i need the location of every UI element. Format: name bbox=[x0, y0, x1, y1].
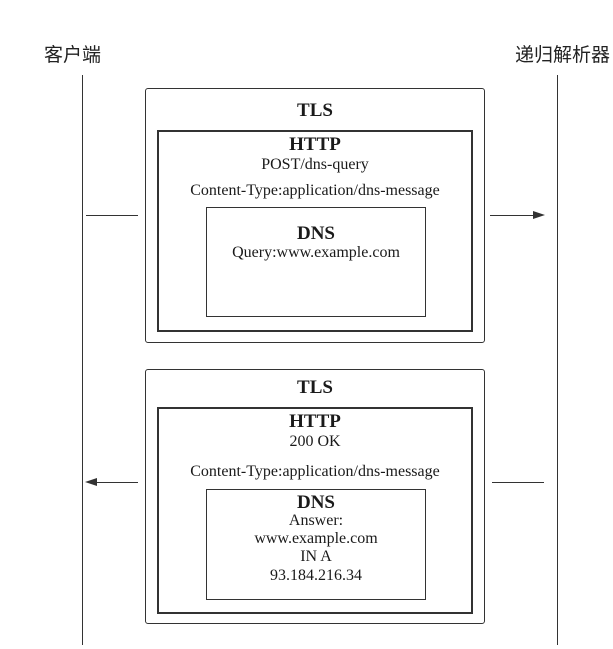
request-dns-box: DNS Query:www.example.com bbox=[206, 207, 426, 317]
response-dns-line-2: www.example.com bbox=[254, 530, 378, 547]
response-tls-label: TLS bbox=[297, 377, 333, 398]
response-dns-line-3: IN A bbox=[300, 548, 332, 565]
resolver-label: 递归解析器 bbox=[514, 44, 610, 66]
request-http-line-1: POST/dns-query bbox=[261, 156, 369, 173]
request-arrowhead-icon bbox=[533, 211, 545, 219]
response-tls-box: TLS HTTP 200 OK Content-Type:application… bbox=[145, 369, 485, 624]
request-http-box: HTTP POST/dns-query Content-Type:applica… bbox=[157, 130, 473, 332]
response-http-box: HTTP 200 OK Content-Type:application/dns… bbox=[157, 407, 473, 614]
response-dns-line-1: Answer: bbox=[288, 512, 344, 529]
request-tls-label: TLS bbox=[297, 100, 333, 121]
response-arrowhead-icon bbox=[85, 478, 97, 486]
resolver-lifeline bbox=[557, 75, 558, 645]
request-arrow-right-segment bbox=[490, 215, 534, 216]
request-arrow-left-segment bbox=[86, 215, 138, 216]
response-http-line-1: 200 OK bbox=[289, 433, 341, 450]
request-http-line-2: Content-Type:application/dns-message bbox=[190, 182, 440, 199]
response-dns-line-4: 93.184.216.34 bbox=[270, 567, 362, 584]
response-dns-box: DNS Answer: www.example.com IN A 93.184.… bbox=[206, 489, 426, 600]
response-arrow-left-segment bbox=[96, 482, 138, 483]
response-http-line-2: Content-Type:application/dns-message bbox=[190, 463, 440, 480]
client-label: 客户端 bbox=[44, 44, 102, 66]
response-dns-label: DNS bbox=[296, 492, 335, 513]
request-dns-line-1: Query:www.example.com bbox=[232, 244, 400, 261]
response-http-label: HTTP bbox=[289, 411, 341, 432]
request-tls-box: TLS HTTP POST/dns-query Content-Type:app… bbox=[145, 88, 485, 343]
request-dns-label: DNS bbox=[296, 223, 335, 244]
client-lifeline bbox=[82, 75, 83, 645]
request-http-label: HTTP bbox=[289, 134, 341, 155]
response-arrow-right-segment bbox=[492, 482, 544, 483]
